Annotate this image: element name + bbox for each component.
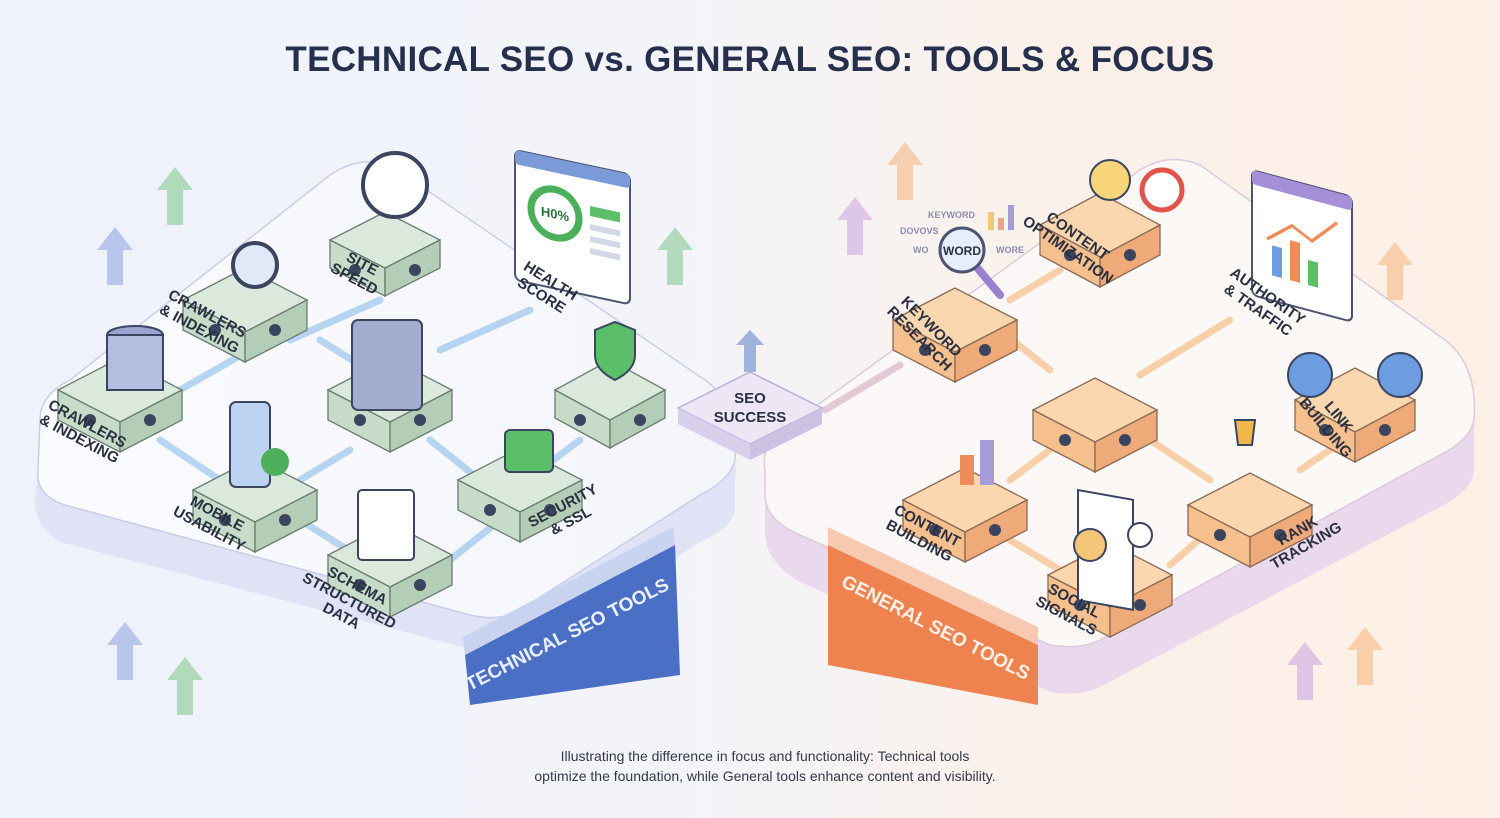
connector <box>1146 436 1214 484</box>
port-icon <box>1074 599 1086 611</box>
node-keyword-research <box>891 287 1019 384</box>
up-arrow-icon <box>887 142 923 200</box>
port-icon <box>209 324 221 336</box>
port-icon <box>1119 434 1131 446</box>
port-icon <box>144 414 156 426</box>
node-site-speed <box>328 211 442 298</box>
connector <box>156 436 224 484</box>
bar-chart-icon <box>960 455 974 485</box>
connector <box>821 361 904 414</box>
stopwatch-icon <box>361 151 429 219</box>
caption-line1: Illustrating the difference in focus and… <box>560 748 970 764</box>
caption-line2: optimize the foundation, while General t… <box>534 768 996 784</box>
up-arrow-icon <box>837 197 873 255</box>
node-shield <box>553 359 667 450</box>
analytics-chart-window <box>1251 170 1353 322</box>
connector <box>1006 446 1054 484</box>
up-arrow-icon <box>1377 242 1413 300</box>
center-label-line1: SEO <box>734 390 766 407</box>
port-icon <box>574 414 586 426</box>
port-icon <box>919 344 931 356</box>
node-crawlers-indexing-top <box>181 267 309 364</box>
port-icon <box>414 414 426 426</box>
shield-lock-icon <box>594 320 636 382</box>
node-content-building <box>901 467 1029 564</box>
up-arrow-icon <box>657 227 693 285</box>
connector <box>286 296 384 344</box>
port-icon <box>1274 529 1286 541</box>
keyword-word: WO <box>913 245 929 255</box>
keyword-word: DOVOVS <box>900 226 939 236</box>
port-icon <box>634 414 646 426</box>
code-window-icon <box>357 489 415 561</box>
padlock-icon <box>504 429 554 473</box>
port-icon <box>1319 424 1331 436</box>
node-content-optimization <box>1038 192 1162 289</box>
health-score-value: H0% <box>541 204 569 225</box>
health-score-window: H0% <box>514 150 631 305</box>
lightbulb-icon <box>1089 159 1131 201</box>
keyword-word: WORE <box>996 245 1024 255</box>
keyword-cloud: KEYWORD DOVOVS WO WORE WORD <box>900 205 1024 299</box>
port-icon <box>414 579 426 591</box>
general-seo-tools-banner: GENERAL SEO TOOLS <box>828 527 1038 705</box>
port-icon <box>269 324 281 336</box>
magnifier-icon: WORD <box>938 226 1004 299</box>
globe-icon <box>1287 352 1333 398</box>
keyword-word: KEYWORD <box>928 210 976 220</box>
connector <box>296 446 354 484</box>
up-arrow-icon <box>157 167 193 225</box>
up-arrow-icon <box>736 330 764 372</box>
port-icon <box>484 504 496 516</box>
up-arrow-icon <box>167 657 203 715</box>
bar-chart-icon <box>980 440 994 485</box>
port-icon <box>349 264 361 276</box>
up-arrow-icon <box>1347 627 1383 685</box>
node-content-hub <box>1031 377 1159 474</box>
port-icon <box>279 514 291 526</box>
trophy-icon <box>1233 419 1257 446</box>
seo-success-node: SEO SUCCESS <box>676 330 824 460</box>
page-title: TECHNICAL SEO vs. GENERAL SEO: TOOLS & F… <box>285 40 1215 79</box>
check-icon <box>261 448 289 476</box>
connector <box>1136 316 1234 379</box>
port-icon <box>354 579 366 591</box>
port-icon <box>1134 599 1146 611</box>
thumbs-up-icon <box>1073 528 1107 562</box>
caption: Illustrating the difference in focus and… <box>0 746 1500 786</box>
center-label-line2: SUCCESS <box>714 409 787 426</box>
node-rank-tracking <box>1186 472 1314 569</box>
port-icon <box>544 504 556 516</box>
globe-icon <box>1377 352 1423 398</box>
port-icon <box>1064 249 1076 261</box>
mobile-phone-icon <box>229 401 271 488</box>
up-arrow-icon <box>107 622 143 680</box>
up-arrow-icon <box>97 227 133 285</box>
crawler-robot-icon <box>231 241 279 289</box>
target-icon <box>1139 167 1185 213</box>
database-icon <box>106 334 164 391</box>
connector <box>1006 536 1064 574</box>
port-icon <box>1124 249 1136 261</box>
port-icon <box>84 414 96 426</box>
share-icon <box>1127 522 1153 548</box>
port-icon <box>409 264 421 276</box>
server-icon <box>351 319 423 411</box>
port-icon <box>979 344 991 356</box>
connector <box>1006 266 1064 304</box>
port-icon <box>929 524 941 536</box>
port-icon <box>1214 529 1226 541</box>
keyword-word: WORD <box>943 244 981 258</box>
port-icon <box>219 514 231 526</box>
port-icon <box>354 414 366 426</box>
port-icon <box>989 524 1001 536</box>
node-mobile-usability <box>191 457 319 554</box>
port-icon <box>1379 424 1391 436</box>
up-arrow-icon <box>1287 642 1323 700</box>
connector <box>1296 446 1334 474</box>
port-icon <box>1059 434 1071 446</box>
connector <box>436 306 534 354</box>
